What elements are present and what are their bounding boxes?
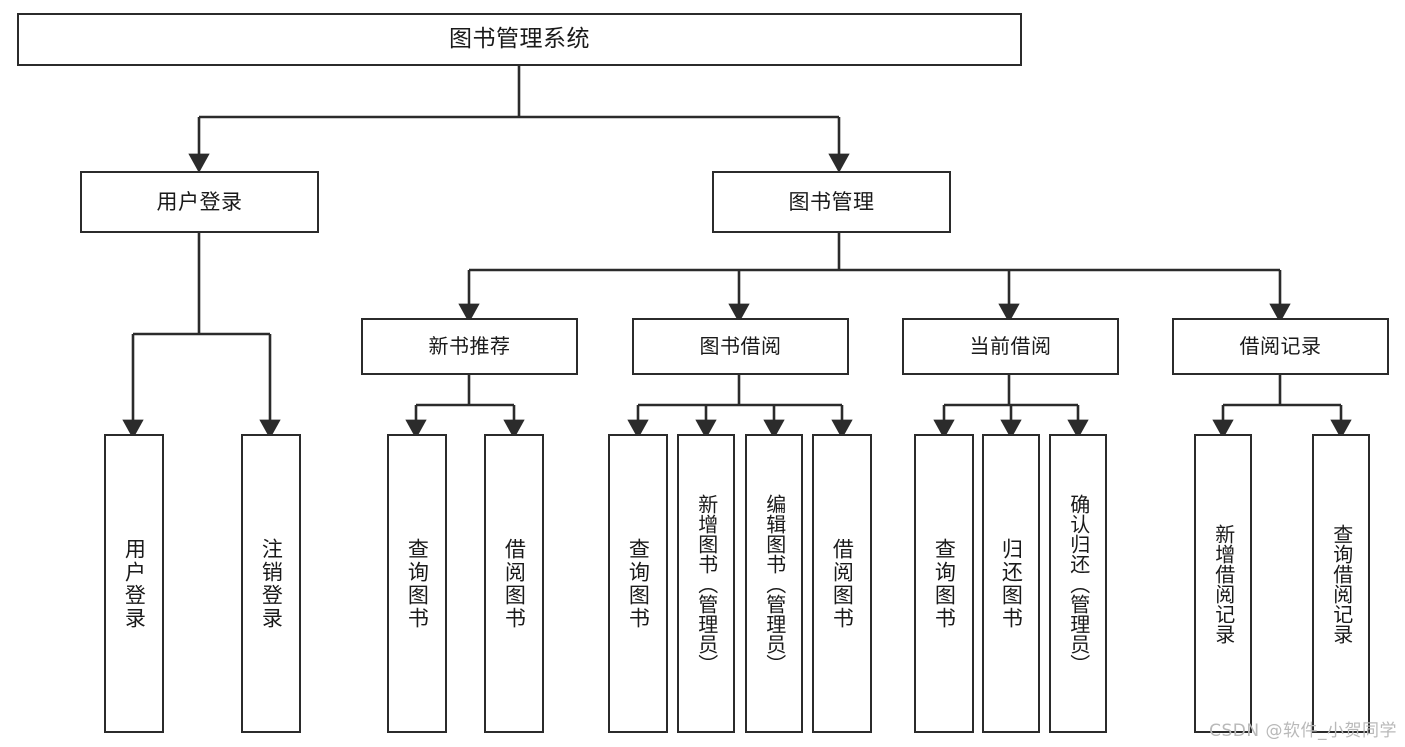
node-label: 图书借阅 [699,333,782,358]
leaf-new-book-query-book[interactable]: 查询图书 [387,434,447,733]
leaf-borrow-add-book-admin[interactable]: 新增图书（管理员） [677,434,735,733]
node-label: 借阅图书 [502,537,527,630]
node-label: 查询图书 [932,537,957,630]
leaf-new-book-borrow-book[interactable]: 借阅图书 [484,434,544,733]
node-book-management[interactable]: 图书管理 [712,171,951,233]
node-label: 归还图书 [999,537,1024,630]
node-label: 新增借阅记录 [1211,523,1236,644]
node-label: 用户登录 [156,189,243,214]
node-label: 当前借阅 [969,333,1052,358]
node-label: 借阅记录 [1239,333,1322,358]
node-label: 查询图书 [405,537,430,630]
leaf-current-query-book[interactable]: 查询图书 [914,434,974,733]
leaf-user-login[interactable]: 用户登录 [104,434,164,733]
node-label: 新书推荐 [428,333,511,358]
node-book-borrow[interactable]: 图书借阅 [632,318,849,375]
leaf-borrow-query-book[interactable]: 查询图书 [608,434,668,733]
node-label: 确认归还（管理员） [1066,493,1091,674]
node-label: 查询图书 [626,537,651,630]
node-borrow-record[interactable]: 借阅记录 [1172,318,1389,375]
leaf-record-add-borrow-record[interactable]: 新增借阅记录 [1194,434,1252,733]
leaf-current-return-book[interactable]: 归还图书 [982,434,1040,733]
node-current-borrow[interactable]: 当前借阅 [902,318,1119,375]
node-label: 借阅图书 [830,537,855,630]
node-label: 图书管理系统 [449,25,590,52]
leaf-record-query-borrow-record[interactable]: 查询借阅记录 [1312,434,1370,733]
node-label: 用户登录 [122,537,147,630]
node-new-book-recommendation[interactable]: 新书推荐 [361,318,578,375]
node-root-book-management-system[interactable]: 图书管理系统 [17,13,1022,66]
node-user-login[interactable]: 用户登录 [80,171,319,233]
node-label: 查询借阅记录 [1329,523,1354,644]
node-label: 新增图书（管理员） [694,493,719,674]
leaf-current-confirm-return-admin[interactable]: 确认归还（管理员） [1049,434,1107,733]
leaf-user-logout[interactable]: 注销登录 [241,434,301,733]
leaf-borrow-borrow-book[interactable]: 借阅图书 [812,434,872,733]
node-label: 图书管理 [788,189,875,214]
node-label: 注销登录 [259,537,284,630]
leaf-borrow-edit-book-admin[interactable]: 编辑图书（管理员） [745,434,803,733]
csdn-watermark: CSDN @软件_小贺同学 [1209,721,1397,741]
node-label: 编辑图书（管理员） [762,493,787,674]
